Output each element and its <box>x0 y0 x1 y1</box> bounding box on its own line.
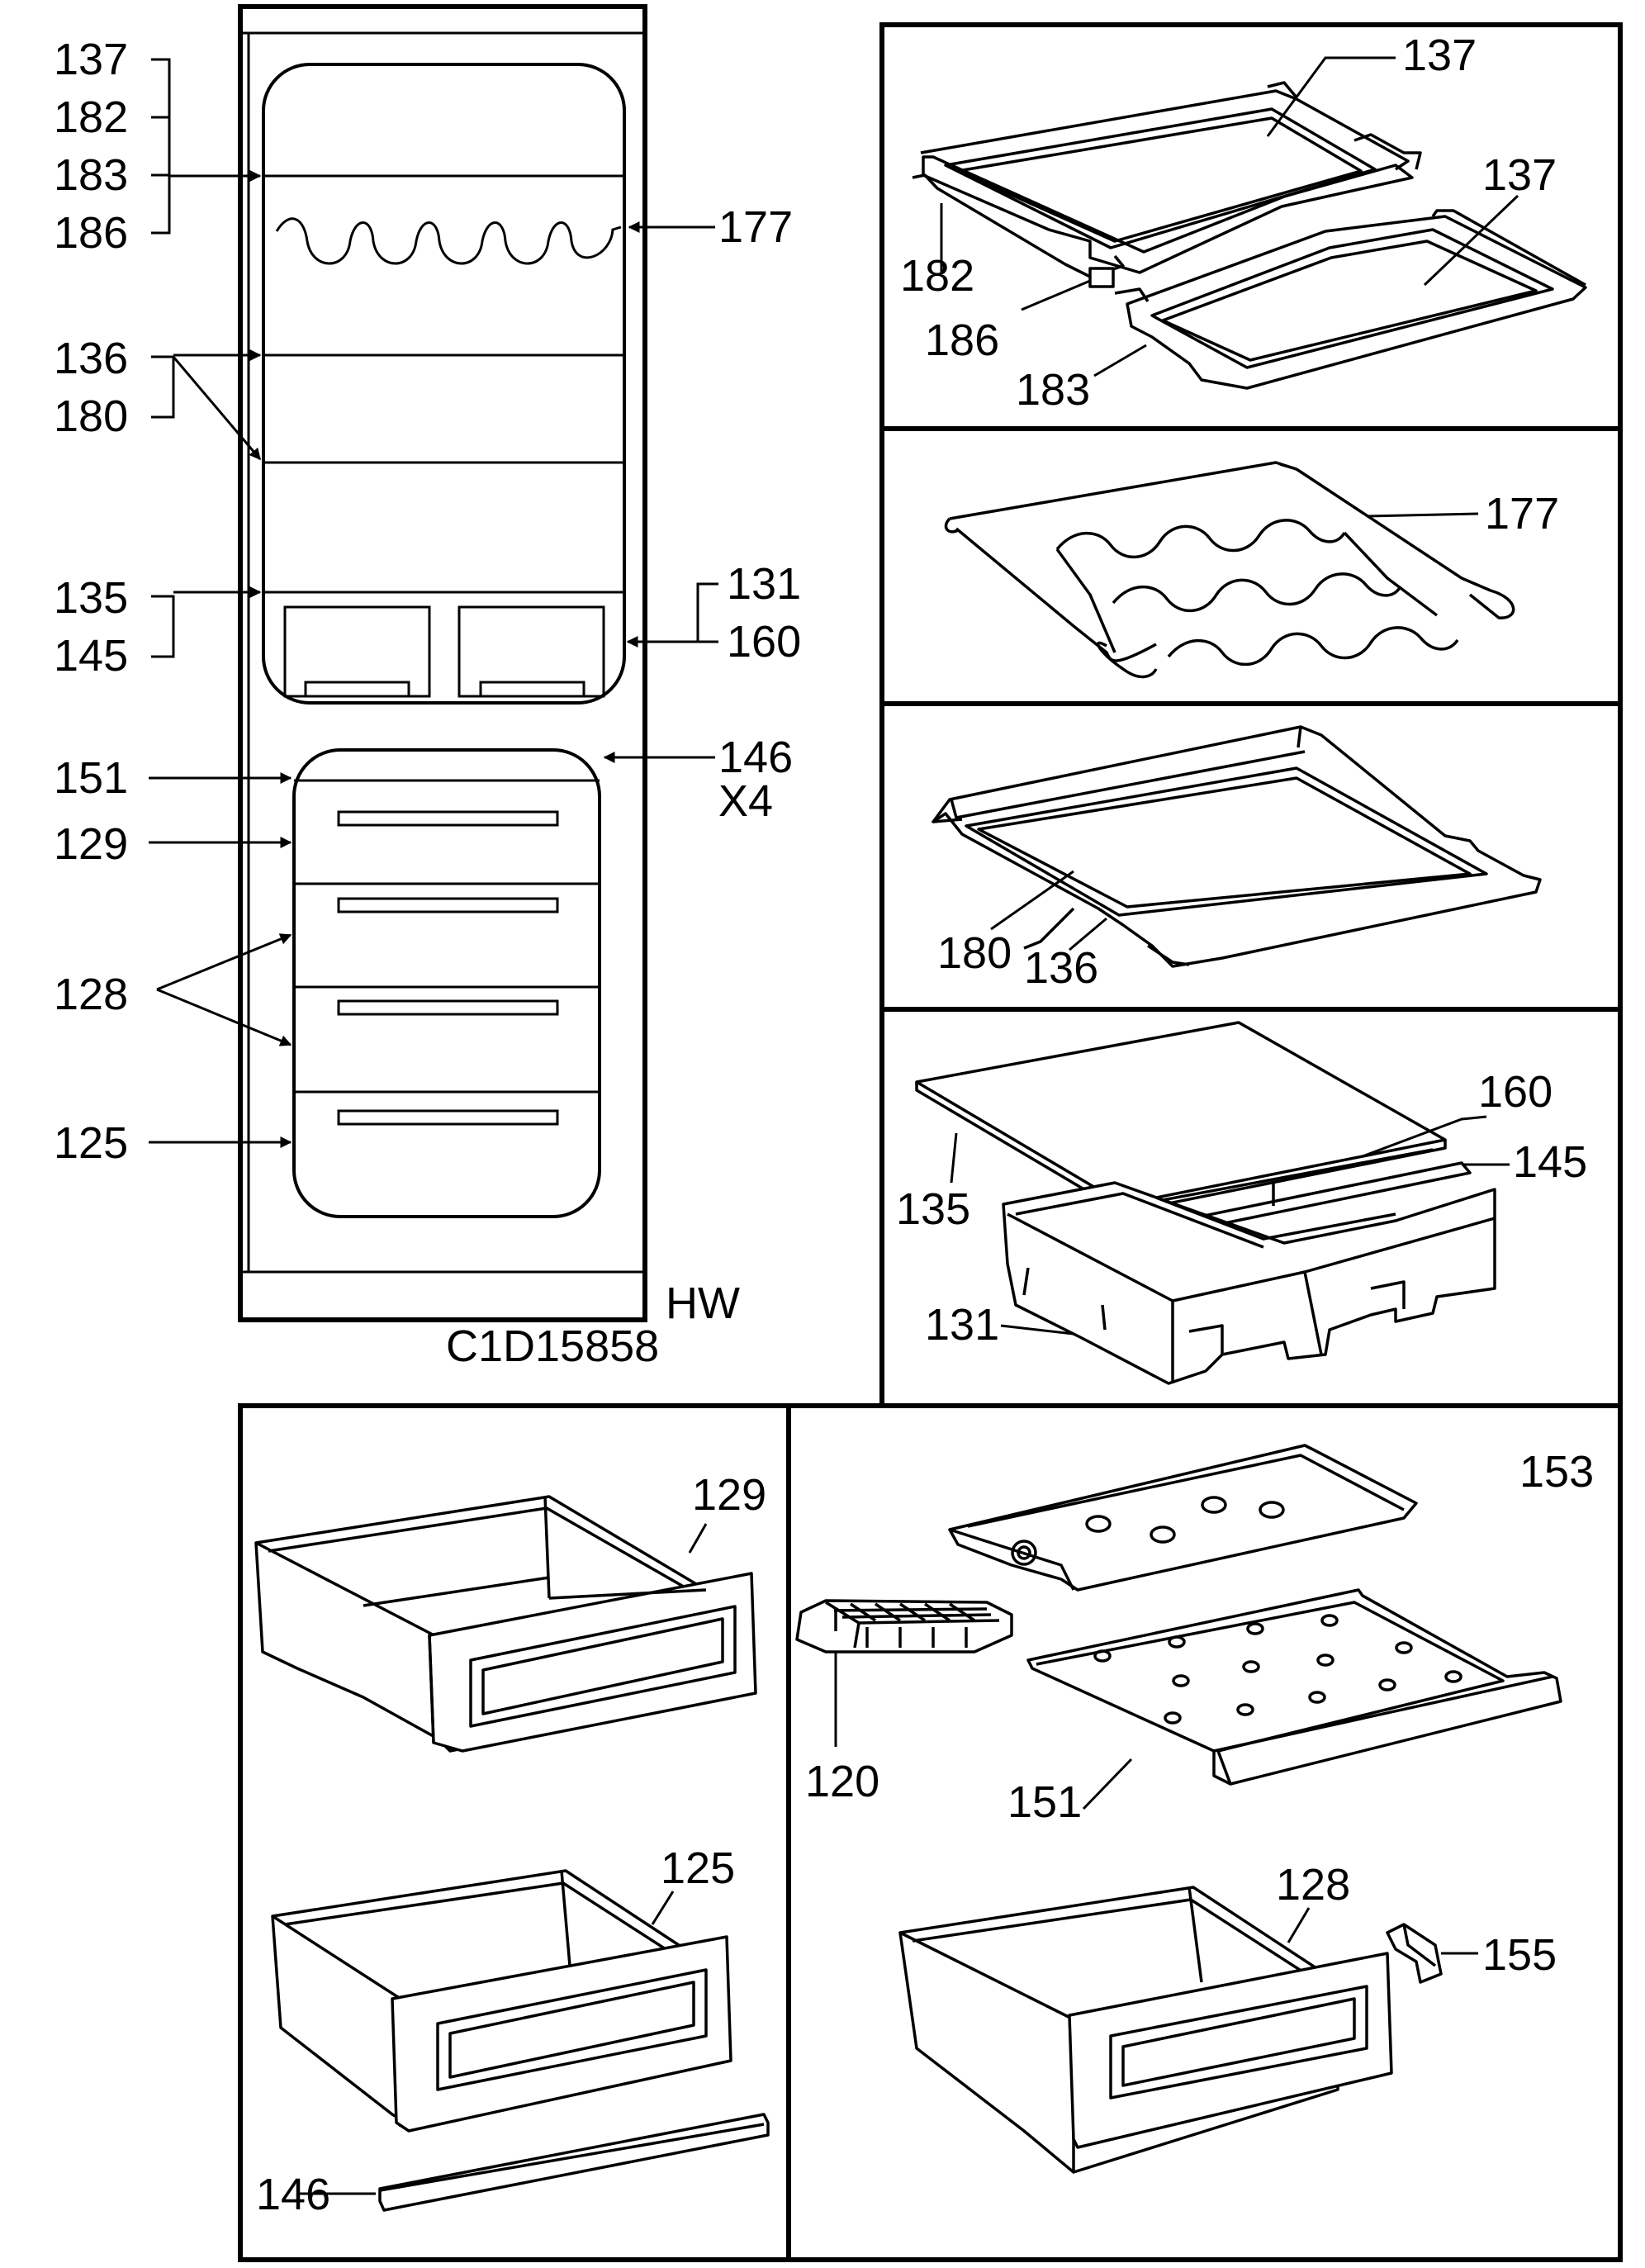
freezer-callout-151: 151 <box>1007 1777 1082 1827</box>
shelf-callout-183: 183 <box>1016 365 1090 415</box>
panel-wine-rack <box>944 461 1515 679</box>
callout-183: 183 <box>54 150 128 200</box>
callout-131: 131 <box>727 559 801 609</box>
drawer-handle-2 <box>337 897 559 913</box>
panel-freezer-drawers <box>254 1495 770 2212</box>
panel-frames <box>238 22 1623 2262</box>
freezer-callout-155: 155 <box>1482 1930 1557 1980</box>
callout-186: 186 <box>54 208 128 258</box>
callout-129: 129 <box>54 819 128 869</box>
freezer-compartment <box>292 748 601 1218</box>
callout-128: 128 <box>54 970 128 1019</box>
model-code: HW <box>666 1279 740 1328</box>
shelf-callout-186: 186 <box>925 316 999 365</box>
bottom-panels-frame <box>238 1403 1623 2262</box>
shelf-callout-182: 182 <box>900 251 974 301</box>
freezer-callout-128: 128 <box>1276 1860 1350 1910</box>
callout-137: 137 <box>54 35 128 84</box>
callout-136: 136 <box>54 334 128 383</box>
crisper-callout-135: 135 <box>896 1184 970 1234</box>
drawer-handle-4 <box>337 1109 559 1126</box>
fridge-compartment <box>262 63 626 705</box>
rack-callout-177: 177 <box>1485 489 1559 539</box>
drawing-code: C1D15858 <box>446 1321 659 1371</box>
callout-180: 180 <box>54 391 128 441</box>
drawer-callout-125: 125 <box>661 1843 735 1893</box>
freezer-callout-120: 120 <box>805 1757 879 1806</box>
panel-freezer-accessories <box>795 1444 1562 2174</box>
drawer-handle-1 <box>337 810 559 827</box>
drawer-callout-146: 146 <box>256 2170 330 2219</box>
panel-crisper <box>915 1021 1510 1385</box>
glass-callout-180: 180 <box>937 928 1012 978</box>
panel-glass-shelf <box>932 725 1542 968</box>
drawer-handle-3 <box>337 999 559 1016</box>
callout-177: 177 <box>718 202 793 252</box>
callout-146: 146 <box>718 733 793 782</box>
drawer-callout-129: 129 <box>692 1470 766 1520</box>
callout-151: 151 <box>54 753 128 803</box>
panel-divided-shelf <box>912 56 1587 390</box>
callout-182: 182 <box>54 93 128 142</box>
right-panels-frame <box>879 22 1623 1408</box>
shelf-callout-137-rear: 137 <box>1482 150 1557 200</box>
callout-125: 125 <box>54 1118 128 1168</box>
glass-callout-136: 136 <box>1024 943 1098 993</box>
crisper-callout-145: 145 <box>1513 1137 1587 1187</box>
refrigerator-cabinet <box>238 4 647 1322</box>
callout-145: 145 <box>54 631 128 681</box>
shelf-callout-137-top: 137 <box>1402 31 1477 80</box>
cabinet-callouts: 137 182 183 186 177 136 180 135 145 131 … <box>54 35 801 1371</box>
freezer-panel-label: 153 <box>1519 1447 1594 1497</box>
wine-rack-wave <box>275 217 622 265</box>
callout-160: 160 <box>727 617 801 667</box>
crisper-callout-160: 160 <box>1478 1067 1553 1117</box>
quantity-note: X4 <box>718 776 773 826</box>
crisper-callout-131: 131 <box>925 1300 999 1350</box>
callout-135: 135 <box>54 573 128 623</box>
